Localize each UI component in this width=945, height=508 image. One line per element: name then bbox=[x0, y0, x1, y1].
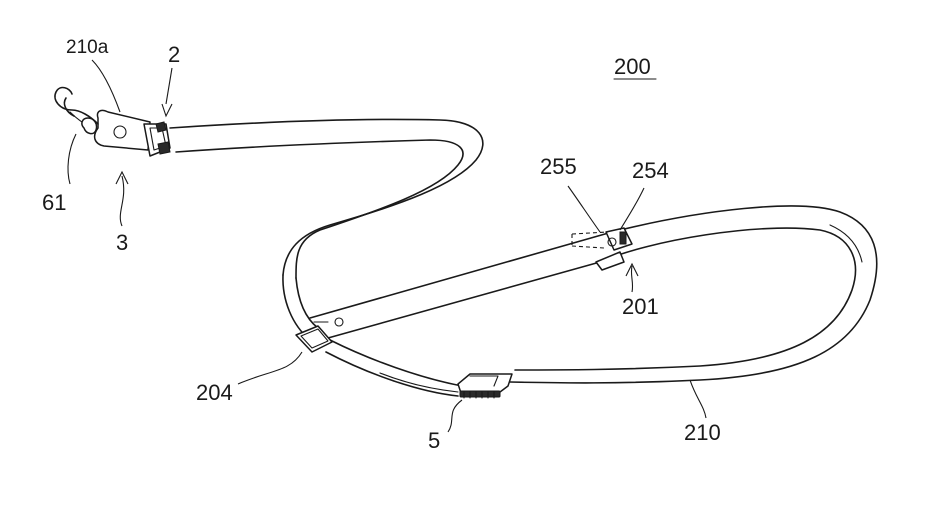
leader-255 bbox=[567, 185, 601, 233]
leader-210 bbox=[689, 379, 707, 419]
tab-hole bbox=[113, 125, 127, 139]
buckle-5 bbox=[457, 373, 513, 399]
leader-lines bbox=[67, 59, 707, 433]
strap-right-loop bbox=[509, 205, 878, 384]
rivet-hole-left bbox=[334, 317, 344, 327]
leader-61 bbox=[67, 133, 77, 185]
leader-254 bbox=[619, 187, 645, 231]
leader-3 bbox=[119, 175, 125, 227]
label-210: 210 bbox=[684, 420, 721, 445]
strap-middle-band bbox=[309, 231, 613, 339]
reference-labels: 200 210a 2 61 3 255 254 201 204 5 210 bbox=[42, 37, 721, 453]
slider-204 bbox=[295, 325, 333, 353]
leader-5 bbox=[447, 399, 463, 433]
label-254: 254 bbox=[632, 158, 669, 183]
label-3: 3 bbox=[116, 230, 128, 255]
adjuster-201 bbox=[571, 227, 633, 271]
leader-204 bbox=[237, 351, 303, 385]
leader-201 bbox=[630, 265, 634, 293]
arrow-201 bbox=[625, 262, 639, 277]
label-61: 61 bbox=[42, 190, 66, 215]
label-210a: 210a bbox=[66, 37, 109, 58]
leader-210a bbox=[91, 59, 121, 113]
label-2: 2 bbox=[168, 42, 180, 67]
arrow-3 bbox=[115, 170, 129, 185]
leader-2 bbox=[165, 67, 173, 105]
label-204: 204 bbox=[196, 380, 233, 405]
rivet-254 bbox=[607, 237, 617, 247]
label-200: 200 bbox=[614, 54, 651, 79]
label-5: 5 bbox=[428, 428, 440, 453]
arrow-2 bbox=[161, 103, 173, 118]
end-connector bbox=[54, 86, 171, 157]
label-201: 201 bbox=[622, 294, 659, 319]
dashed-part-255 bbox=[571, 231, 609, 249]
strap-lower-band bbox=[325, 339, 463, 397]
label-255: 255 bbox=[540, 154, 577, 179]
strap-upper-segment bbox=[169, 118, 484, 279]
